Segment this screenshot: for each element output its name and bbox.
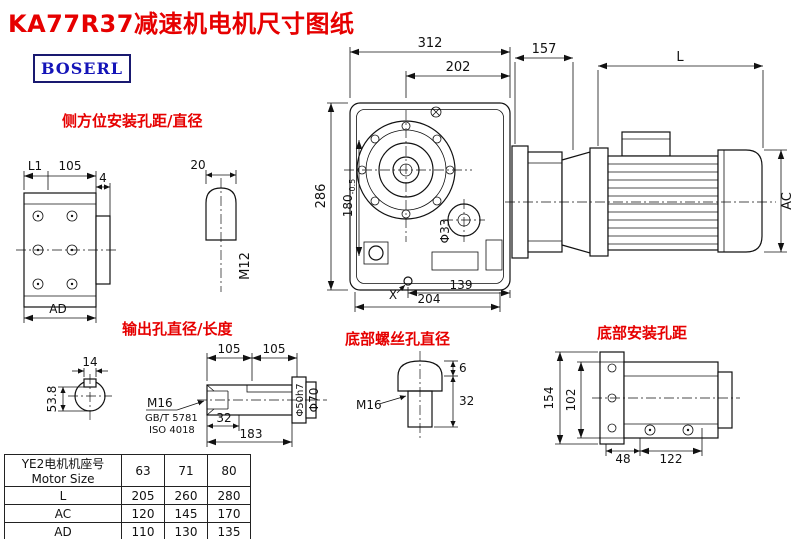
dim-ad: AD	[49, 302, 66, 316]
motor-size-col-1: 63	[121, 454, 165, 487]
dim-x-offset: 139	[450, 278, 473, 292]
dim-hole-diameter: Φ33	[438, 219, 452, 244]
table-cell: 260	[164, 486, 208, 505]
label-bottom-mount: 底部安装孔距	[597, 324, 688, 342]
dim-shaft-len-a: 105	[218, 342, 241, 356]
page-title: KA77R37减速机电机尺寸图纸	[8, 10, 355, 38]
dim-output-thread: M16	[147, 396, 173, 410]
row-label: AC	[4, 504, 122, 523]
label-bottom-screw: 底部螺丝孔直径	[345, 330, 451, 348]
dim-shaft-diameter: Φ50h7	[295, 383, 306, 416]
dim-motor-length: L	[676, 50, 684, 65]
brand-logo: BOSERL	[33, 54, 131, 83]
dim-l1: L1	[28, 159, 42, 173]
row-label: L	[4, 486, 122, 505]
dim-key-depth: 53.8	[45, 386, 59, 413]
left-side-view-dimensions: L1 105 4 AD	[23, 159, 111, 323]
dim-mount-height-outer: 154	[542, 387, 556, 410]
dim-shaft-len-b: 105	[263, 342, 286, 356]
dim-screw-length: 32	[459, 394, 474, 408]
table-cell: 280	[207, 486, 251, 505]
left-side-view-drawing	[16, 192, 118, 308]
motor-size-table: YE2电机机座号 Motor Size 63 71 80 L 205 260 2…	[4, 454, 251, 539]
dim-key-width: 14	[82, 355, 97, 369]
dim-x-mark: X	[389, 288, 397, 302]
label-side-mount: 侧方位安装孔距/直径	[62, 112, 203, 130]
dim-mount-height-inner: 102	[564, 389, 578, 412]
dim-mount-span-a: 48	[615, 452, 630, 466]
table-header-cell: YE2电机机座号 Motor Size	[4, 454, 122, 487]
motor-size-col-2: 71	[164, 454, 208, 487]
motor-side-view-dimensions: 157 L AC	[514, 42, 795, 253]
output-shaft-detail: 105 105 M16 GB/T 5781 ISO 4018 32 183 Φ5…	[145, 342, 327, 447]
row-label: AD	[4, 522, 122, 539]
motor-side-view-drawing	[505, 131, 776, 259]
label-output-hole: 输出孔直径/长度	[122, 320, 233, 338]
dim-mount-span-b: 122	[660, 452, 683, 466]
dim-bolt-span: 105	[59, 159, 82, 173]
dim-overall-height: 286	[314, 184, 329, 209]
dim-flange-length: 157	[532, 42, 557, 57]
dim-hub-diameter: Φ70	[307, 388, 321, 413]
dim-plug-thread: M12	[238, 252, 253, 280]
dim-motor-height: AC	[780, 192, 795, 210]
table-cell: 120	[121, 504, 165, 523]
motor-size-col-3: 80	[207, 454, 251, 487]
table-header-row: YE2电机机座号 Motor Size 63 71 80	[4, 454, 251, 487]
table-cell: 135	[207, 522, 251, 539]
dim-screw-thread: M16	[356, 398, 382, 412]
standard-iso: ISO 4018	[149, 425, 195, 436]
dim-base-width: 204	[418, 292, 441, 306]
dim-step: 4	[99, 171, 107, 185]
front-view-dimensions: 312 202 286 180-0.5 Φ33 X 139 204	[314, 36, 511, 312]
dim-overall-width: 312	[418, 36, 443, 51]
bottom-screw-detail: 6 32 M16	[356, 351, 474, 438]
table-cell: 170	[207, 504, 251, 523]
table-cell: 205	[121, 486, 165, 505]
table-row-L: L 205 260 280	[4, 486, 251, 505]
dim-screw-head-height: 6	[459, 361, 467, 375]
standard-gb: GB/T 5781	[145, 413, 198, 424]
table-cell: 130	[164, 522, 208, 539]
dim-shaft-183: 183	[240, 427, 263, 441]
table-header-cn: YE2电机机座号	[21, 457, 105, 471]
table-cell: 145	[164, 504, 208, 523]
dim-shaft-32: 32	[216, 411, 231, 425]
side-plug-detail: 20 M12	[190, 158, 253, 292]
bottom-mount-view-dimensions: 154 102 48 122	[542, 351, 703, 466]
dim-upper-width: 202	[446, 60, 471, 75]
front-view-drawing	[344, 102, 511, 294]
dim-inner-height: 180-0.5	[341, 179, 357, 218]
table-row-AD: AD 110 130 135	[4, 522, 251, 539]
table-row-AC: AC 120 145 170	[4, 504, 251, 523]
table-cell: 110	[121, 522, 165, 539]
shaft-section-detail: 14 53.8	[45, 355, 112, 420]
table-header-en: Motor Size	[31, 472, 95, 486]
dim-plug-width: 20	[190, 158, 205, 172]
bottom-mount-view-drawing	[592, 351, 740, 445]
